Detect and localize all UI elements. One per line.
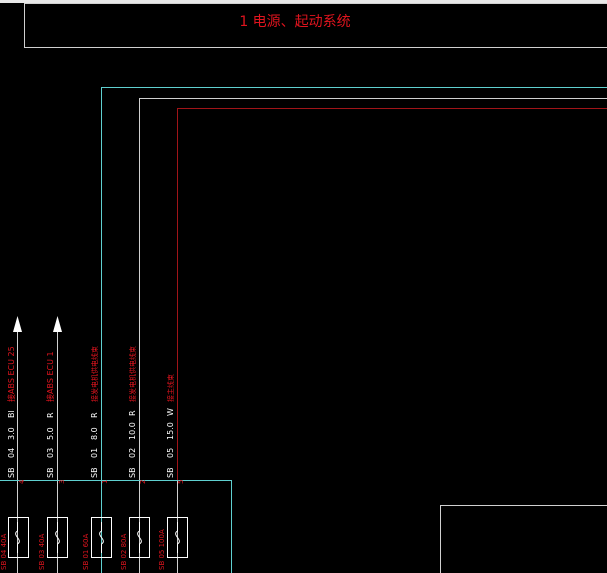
pin-label: 4 <box>18 479 26 484</box>
wire-spec-label: 02 <box>128 448 137 458</box>
fuse-body <box>8 517 29 558</box>
wire-spec-label: 05 <box>166 448 175 458</box>
pin-label: 3 <box>58 480 66 484</box>
fuse-rating-label: SB 05 100A <box>158 529 166 570</box>
wire-spec-label: 5.0 <box>46 427 55 440</box>
fuse-body <box>91 517 112 558</box>
arrow-up-icon <box>13 316 22 332</box>
wire-spec-label: 01 <box>90 448 99 458</box>
dest-label: 接发电机供电线束 <box>128 346 137 402</box>
fuse-link-icon <box>55 522 60 553</box>
dest-label: 接ABS ECU 1 <box>45 351 55 402</box>
fuse-link-icon <box>137 522 142 553</box>
diagram-title: 1 电源、起动系统 <box>239 14 350 30</box>
fuse-link-icon <box>15 522 20 553</box>
wire-spec-label: R <box>128 410 137 416</box>
wire-spec-label: R <box>46 412 55 418</box>
fuse-c3[interactable]: SB 01 60A <box>82 517 112 571</box>
circuit-c2-labels: SB 03 5.0 R 接ABS ECU 1 3 <box>45 351 66 484</box>
wire-spec-label: W <box>166 408 175 416</box>
fuse-rating-label: SB 01 60A <box>82 533 90 570</box>
dest-label: 接发电机供电线束 <box>90 346 99 402</box>
dest-label: 接ABS ECU 25 <box>6 346 16 402</box>
fuse-rating-label: SB 03 40A <box>38 533 46 570</box>
circuit-c4-labels: SB 02 10.0 R 接发电机供电线束 2 <box>128 346 147 484</box>
wire-spec-label: SB <box>166 467 175 478</box>
fuse-rating-label: SB 04 40A <box>0 533 8 570</box>
wire-spec-label: 03 <box>46 448 55 458</box>
circuit-c1-labels: SB 04 3.0 Bl 接ABS ECU 25 4 <box>6 346 26 484</box>
wire-spec-label: SB <box>7 467 16 478</box>
title-frame <box>24 3 607 48</box>
red-frame-wire <box>177 108 607 480</box>
cyan-frame-wire <box>101 87 607 573</box>
fuse-body <box>129 517 150 558</box>
pin-label: 5 <box>177 480 185 484</box>
wire-spec-label: SB <box>128 467 137 478</box>
fuse-link-icon <box>99 522 104 553</box>
wire-spec-label: 3.0 <box>7 427 16 440</box>
wire-spec-label: SB <box>46 467 55 478</box>
window-top-edge <box>0 0 607 3</box>
wire-spec-label: 04 <box>7 448 16 458</box>
fuse-link-icon <box>175 522 180 553</box>
white-frame-wire <box>139 98 607 480</box>
pin-label: 1 <box>101 480 109 484</box>
connector-block <box>440 505 607 573</box>
circuit-c5-labels: SB 05 15.0 W 接主线束 5 <box>166 374 185 484</box>
wire-spec-label: Bl <box>7 410 16 418</box>
arrow-up-icon <box>53 316 62 332</box>
wire-spec-label: 10.0 <box>128 422 137 440</box>
circuit-c3-labels: SB 01 8.0 R 接发电机供电线束 1 <box>90 346 109 484</box>
wire-spec-label: 8.0 <box>90 427 99 440</box>
pin-label: 2 <box>139 480 147 484</box>
dest-label: 接主线束 <box>166 374 175 402</box>
wire-spec-label: SB <box>90 467 99 478</box>
fuse-body <box>47 517 68 558</box>
fuse-c4[interactable]: SB 02 80A <box>120 517 150 571</box>
fuse-c5[interactable]: SB 05 100A <box>158 517 188 571</box>
fuse-rating-label: SB 02 80A <box>120 533 128 570</box>
wire-spec-label: 15.0 <box>166 422 175 440</box>
fuse-c2[interactable]: SB 03 40A <box>38 517 68 571</box>
fuse-box-frame <box>0 480 232 573</box>
wire-spec-label: R <box>90 412 99 418</box>
fuse-body <box>167 517 188 558</box>
fuse-c1[interactable]: SB 04 40A <box>0 517 29 571</box>
